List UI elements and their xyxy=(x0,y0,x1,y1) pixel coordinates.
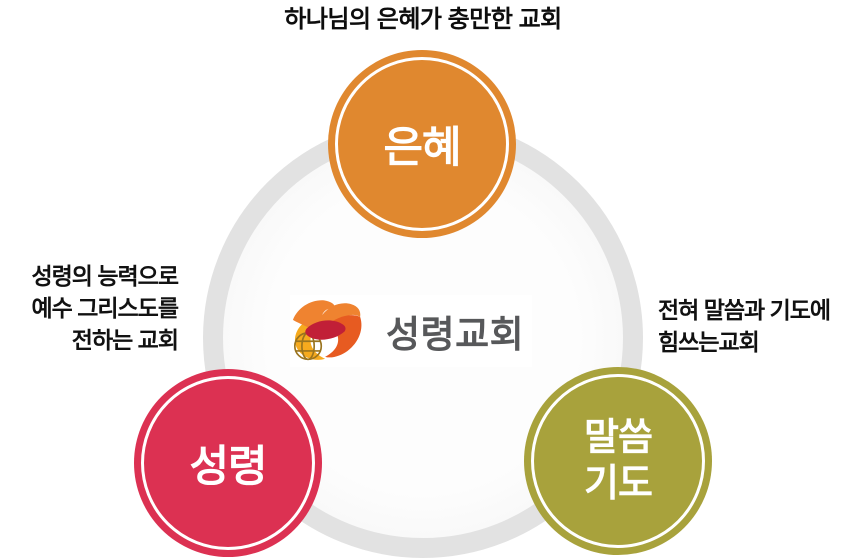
annotation-line: 전하는 교회 xyxy=(71,327,179,353)
church-logo-icon xyxy=(291,299,365,364)
church-logo: 성령교회 xyxy=(290,295,532,367)
left-annotation: 성령의 능력으로 예수 그리스도를 전하는 교회 xyxy=(0,260,179,356)
node-label: 성령 xyxy=(189,443,267,491)
node-word-prayer-circle: 말씀 기도 xyxy=(524,367,712,555)
inner-ring xyxy=(141,376,315,550)
inner-ring xyxy=(531,374,705,548)
node-holy-spirit-circle: 성령 xyxy=(134,369,322,557)
annotation-line: 성령의 능력으로 xyxy=(31,263,179,289)
diagram-title: 하나님의 은혜가 충만한 교회 xyxy=(284,6,562,33)
right-annotation: 전혀 말씀과 기도에 힘쓰는교회 xyxy=(658,294,860,358)
annotation-line: 힘쓰는교회 xyxy=(658,329,760,355)
annotation-line: 예수 그리스도를 xyxy=(31,295,179,321)
node-label: 은혜 xyxy=(383,124,461,172)
node-grace-circle: 은혜 xyxy=(328,50,516,238)
annotation-line: 전혀 말씀과 기도에 xyxy=(658,297,831,323)
inner-ring xyxy=(335,57,509,231)
church-logo-text: 성령교회 xyxy=(386,314,525,355)
node-label: 말씀 기도 xyxy=(584,417,653,505)
